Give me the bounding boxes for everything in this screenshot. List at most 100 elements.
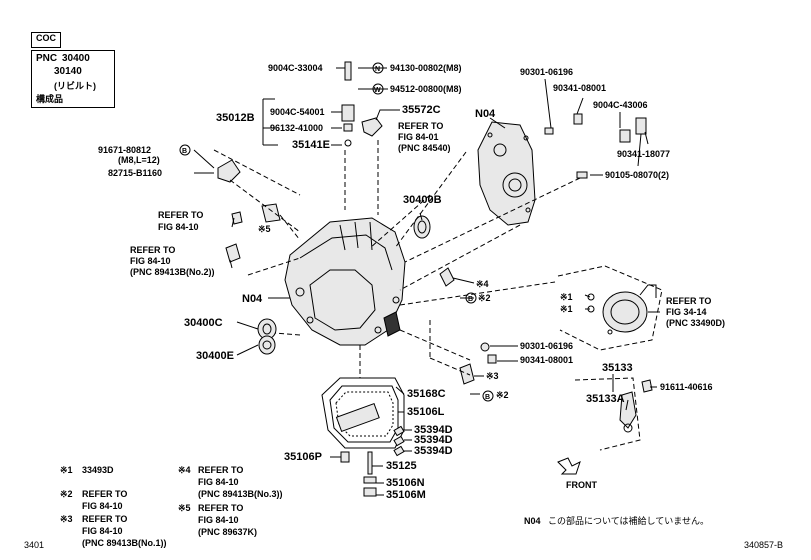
label-star5: ※5 xyxy=(258,224,271,234)
oil-cooler xyxy=(557,265,663,351)
pnc-box: PNC 30400 30140 (リビルト) 構成品 xyxy=(31,50,115,108)
figure-number-left: 3401 xyxy=(24,540,44,550)
label-star4: ※4 xyxy=(476,279,489,289)
reference-dashes xyxy=(213,140,581,378)
label-star3: ※3 xyxy=(486,371,499,381)
fn2-b: FIG 84-10 xyxy=(82,501,123,511)
fn3-b: FIG 84-10 xyxy=(82,526,123,536)
note-code: N04 xyxy=(524,516,541,526)
front-arrow: FRONT xyxy=(557,457,597,490)
front-label: FRONT xyxy=(566,480,597,490)
label-90301-06196-a: 90301-06196 xyxy=(520,67,573,77)
label-refer-3414-a: REFER TO xyxy=(666,296,711,306)
label-90341-08001-a: 90341-08001 xyxy=(553,83,606,93)
label-refer-84-01-b: FIG 84-01 xyxy=(398,132,439,142)
marker-b2: B xyxy=(468,296,473,303)
label-35125: 35125 xyxy=(386,460,417,472)
fn1-text: 33493D xyxy=(82,465,114,475)
label-refer-b-1: REFER TO xyxy=(130,245,175,255)
label-star2b: ※2 xyxy=(496,390,509,400)
label-35133a: 35133A xyxy=(586,393,625,405)
fn5-a: REFER TO xyxy=(198,503,243,513)
label-9004c-43006: 9004C-43006 xyxy=(593,100,648,110)
assembly-label: 構成品 xyxy=(36,94,64,104)
marker-b1: B xyxy=(182,148,187,155)
fn4-c: (PNC 89413B(No.3)) xyxy=(198,489,283,499)
label-35106n: 35106N xyxy=(386,477,425,489)
marker-w: W xyxy=(374,87,381,94)
label-94130-00802: 94130-00802(M8) xyxy=(390,63,462,73)
oil-pan xyxy=(321,377,405,457)
label-91611-40616: 91611-40616 xyxy=(660,382,713,392)
footnotes: ※1 33493D ※2 REFER TO FIG 84-10 ※3 REFER… xyxy=(24,465,783,550)
pnc-sub: 30140 xyxy=(54,66,82,77)
label-90301-06196-b: 90301-06196 xyxy=(520,341,573,351)
pnc-note: (リビルト) xyxy=(54,81,96,91)
fn3-mark: ※3 xyxy=(60,514,73,524)
label-30400e: 30400E xyxy=(196,350,234,362)
transaxle-case xyxy=(284,217,406,346)
label-refer-3414-b: FIG 34-14 xyxy=(666,307,707,317)
note-text: この部品については補給していません。 xyxy=(548,515,709,526)
fn2-a: REFER TO xyxy=(82,489,127,499)
label-30400b: 30400B xyxy=(403,194,442,206)
label-35106l: 35106L xyxy=(407,406,445,418)
oil-seals xyxy=(257,215,431,355)
label-35168c: 35168C xyxy=(407,388,446,400)
label-96132-41000: 96132-41000 xyxy=(270,123,323,133)
marker-b3: B xyxy=(485,394,490,401)
coc-tag: COC xyxy=(31,32,61,48)
label-91671-80812: 91671-80812 xyxy=(98,145,151,155)
label-90341-08001-b: 90341-08001 xyxy=(520,355,573,365)
label-35394d-3: 35394D xyxy=(414,445,453,457)
label-91671-note: (M8,L=12) xyxy=(118,155,160,165)
fn5-b: FIG 84-10 xyxy=(198,515,239,525)
label-90341-18077: 90341-18077 xyxy=(617,149,670,159)
coc-label: COC xyxy=(36,33,56,43)
fn4-b: FIG 84-10 xyxy=(198,477,239,487)
label-n04-mid: N04 xyxy=(242,293,263,305)
leader-lines xyxy=(193,67,660,496)
label-star2a: ※2 xyxy=(478,293,491,303)
fn2-mark: ※2 xyxy=(60,489,73,499)
label-star1b: ※1 xyxy=(560,304,573,314)
label-35572c: 35572C xyxy=(402,104,441,116)
label-35133: 35133 xyxy=(602,362,633,374)
marker-n: N xyxy=(375,66,380,73)
label-30400c: 30400C xyxy=(184,317,223,329)
label-refer-b-3: (PNC 89413B(No.2)) xyxy=(130,267,215,277)
label-82715-b1160: 82715-B1160 xyxy=(108,168,162,178)
label-35106m: 35106M xyxy=(386,489,426,501)
label-35394d-1: 35394D xyxy=(414,424,453,436)
label-35141e: 35141E xyxy=(292,139,330,151)
small-hardware xyxy=(217,61,647,497)
label-9004c-54001: 9004C-54001 xyxy=(270,107,325,117)
label-94512-00800: 94512-00800(M8) xyxy=(390,84,462,94)
label-35106p: 35106P xyxy=(284,451,322,463)
fn5-c: (PNC 89637K) xyxy=(198,527,257,537)
label-refer-84-01-c: (PNC 84540) xyxy=(398,143,451,153)
label-refer-b-2: FIG 84-10 xyxy=(130,256,171,266)
fn3-c: (PNC 89413B(No.1)) xyxy=(82,538,167,548)
label-35012b: 35012B xyxy=(216,112,255,124)
label-refer-a-1: REFER TO xyxy=(158,210,203,220)
side-cover xyxy=(477,121,536,226)
pnc-label: PNC xyxy=(36,53,58,64)
fn1-mark: ※1 xyxy=(60,465,73,475)
label-n04-top: N04 xyxy=(475,108,496,120)
figure-number-right: 340857-B xyxy=(744,540,783,550)
label-refer-3414-c: (PNC 33490D) xyxy=(666,318,725,328)
label-9004c-33004: 9004C-33004 xyxy=(268,63,323,73)
circle-markers: N W B B B xyxy=(179,62,494,402)
label-star1a: ※1 xyxy=(560,292,573,302)
fn4-mark: ※4 xyxy=(178,465,191,475)
fn3-a: REFER TO xyxy=(82,514,127,524)
label-refer-84-01-a: REFER TO xyxy=(398,121,443,131)
label-90105-08070: 90105-08070(2) xyxy=(605,170,669,180)
speed-sensor xyxy=(574,377,653,451)
pnc-main: 30400 xyxy=(62,53,90,64)
fn4-a: REFER TO xyxy=(198,465,243,475)
part-labels: 9004C-33004 94130-00802(M8) 94512-00800(… xyxy=(98,63,725,501)
label-35394d-2: 35394D xyxy=(414,434,453,446)
